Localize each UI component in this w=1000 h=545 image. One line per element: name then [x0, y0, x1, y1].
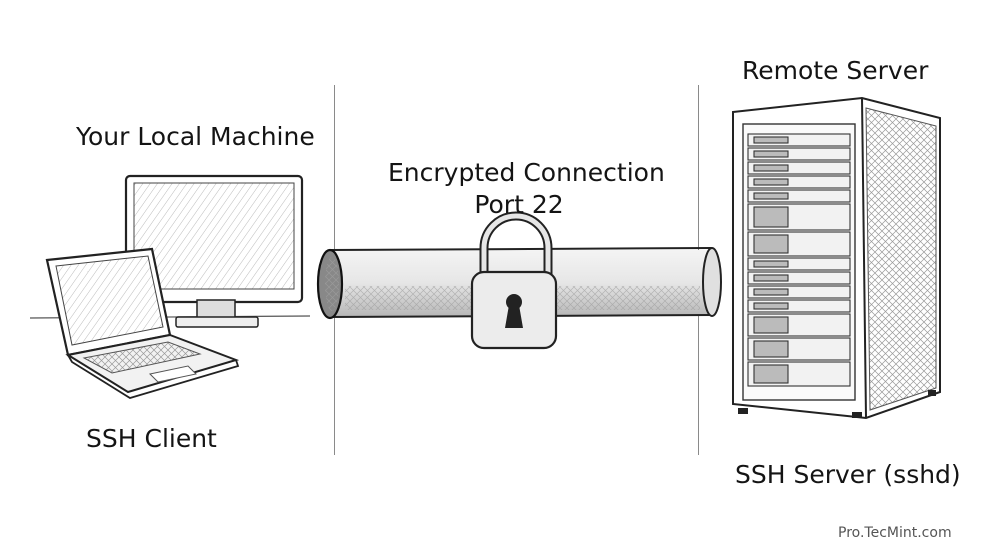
rack-unit-panel: [753, 260, 789, 268]
rack-unit-panel: [753, 302, 789, 310]
rack-unit-panel: [753, 316, 789, 334]
padlock-icon: [470, 211, 558, 350]
rack-unit-panel: [753, 192, 789, 200]
port-label: Port 22: [474, 190, 564, 219]
rack-unit-panel: [753, 288, 789, 296]
rack-unit-panel: [753, 274, 789, 282]
rack-unit-panel: [753, 136, 789, 144]
local-machine-title: Your Local Machine: [76, 122, 315, 151]
ssh-client-label: SSH Client: [86, 424, 217, 453]
remote-server-title: Remote Server: [742, 56, 929, 85]
laptop-icon: [45, 247, 240, 399]
rack-unit-panel: [753, 164, 789, 172]
server-rack-icon: [732, 96, 941, 420]
rack-unit-panel: [753, 150, 789, 158]
monitor-icon: [124, 174, 304, 328]
ssh-server-label: SSH Server (sshd): [735, 460, 961, 489]
rack-unit-panel: [753, 178, 789, 186]
connection-title: Encrypted Connection: [388, 158, 665, 187]
rack-unit-panel: [753, 234, 789, 254]
rack-unit-panel: [753, 364, 789, 384]
rack-unit-panel: [753, 340, 789, 358]
rack-unit-panel: [753, 206, 789, 228]
watermark: Pro.TecMint.com: [838, 525, 952, 541]
